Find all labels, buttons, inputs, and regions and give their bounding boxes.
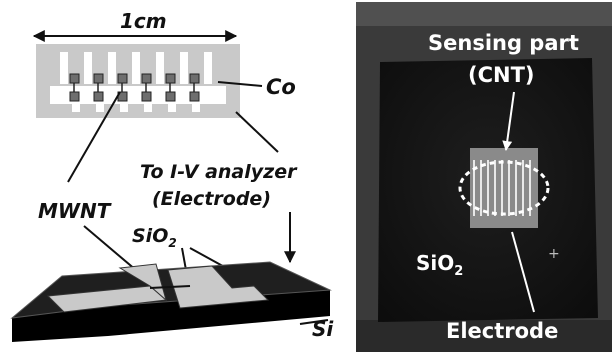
co-label: Co — [266, 75, 296, 99]
si-callout: Si — [299, 317, 334, 341]
scale-bar: 1cm — [32, 9, 238, 42]
electrode-top-view — [36, 44, 240, 118]
sio2-subscript-right: 2 — [454, 264, 463, 279]
scale-label: 1cm — [120, 9, 167, 33]
svg-text:SiO2: SiO2 — [132, 225, 177, 250]
co-callout: Co — [217, 75, 296, 99]
sensing-label-line2: (CNT) — [468, 63, 535, 87]
electrode-callout: Electrode — [446, 231, 558, 343]
sensing-label-line1: Sensing part — [428, 31, 579, 55]
sio2-label-left: SiO — [132, 225, 168, 247]
sio2-subscript-left: 2 — [168, 236, 176, 250]
photo-marker: + — [548, 246, 560, 262]
sio2-label-right: SiO — [416, 251, 454, 275]
electrode-label: Electrode — [446, 319, 558, 343]
mwnt-callout: MWNT — [38, 91, 151, 283]
sio2-callout-right: SiO2 — [416, 251, 463, 279]
sio2-callout-left: SiO2 — [132, 225, 231, 271]
analyzer-label-line2: (Electrode) — [152, 188, 271, 210]
photo: + — [356, 2, 612, 352]
svg-text:SiO2: SiO2 — [416, 251, 463, 279]
analyzer-callout: To I-V analyzer (Electrode) — [140, 111, 298, 264]
mwnt-label: MWNT — [38, 199, 112, 223]
chip-3d — [10, 261, 332, 342]
analyzer-label-line1: To I-V analyzer — [140, 161, 298, 183]
sensing-callout: Sensing part (CNT) — [428, 31, 579, 151]
si-label: Si — [312, 317, 334, 341]
